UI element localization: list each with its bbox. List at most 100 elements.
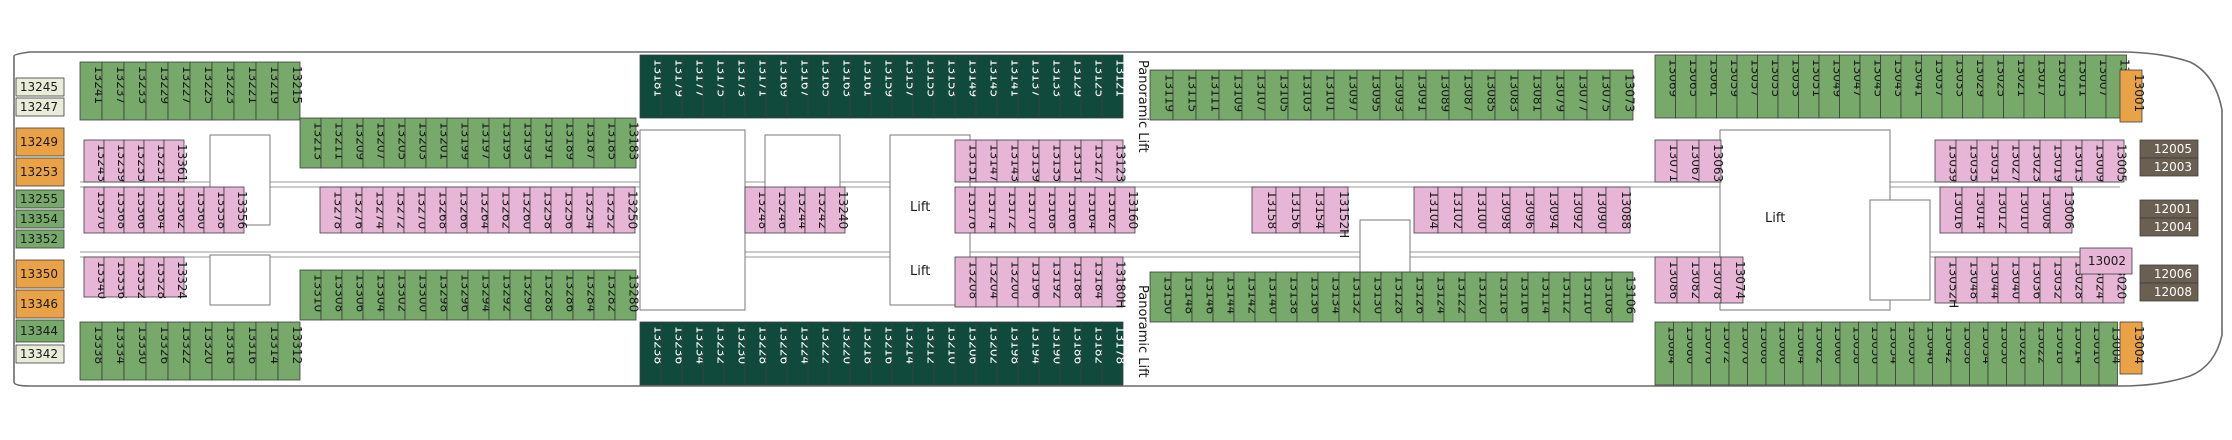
cabin-13247[interactable]: 13247	[15, 97, 65, 117]
cabin-13097[interactable]: 13097	[1333, 69, 1361, 121]
cabin-13100[interactable]: 13100	[1461, 186, 1489, 234]
cabin-12004[interactable]: 12004	[2139, 217, 2199, 237]
cabin-13092[interactable]: 13092	[1557, 186, 1585, 234]
cabin-13119[interactable]: 13119	[1149, 69, 1177, 121]
cabin-13079[interactable]: 13079	[1540, 69, 1568, 121]
cabin-12001[interactable]: 12001	[2139, 199, 2199, 219]
cabin-13115[interactable]: 13115	[1172, 69, 1200, 121]
lift-label-upper: Lift	[910, 200, 930, 215]
text-layer: Lift Lift Lift Panoramic Lift Panoramic …	[910, 60, 1785, 378]
cabin-13158[interactable]: 13158	[1251, 186, 1279, 234]
cabin-13180H[interactable]: 13180H	[1101, 256, 1128, 308]
cabin-number: 13073	[1623, 74, 1637, 112]
cabin-13356[interactable]: 13356	[223, 186, 249, 234]
cabin-number: 13152H	[1337, 191, 1351, 238]
cabin-13178[interactable]: 13178	[1101, 321, 1128, 386]
cabin-13106[interactable]: 13106	[1611, 271, 1638, 323]
cabin-13075[interactable]: 13075	[1586, 69, 1614, 121]
cabin-13105[interactable]: 13105	[1264, 69, 1292, 121]
cabin-13123[interactable]: 13123	[1101, 139, 1128, 183]
cabin-13111[interactable]: 13111	[1195, 69, 1223, 121]
cabin-box	[277, 61, 301, 121]
cabin-13073[interactable]: 13073	[1609, 69, 1637, 121]
cabin-13352[interactable]: 13352	[15, 229, 65, 249]
cabin-13183[interactable]: 13183	[614, 117, 641, 169]
cabin-13083[interactable]: 13083	[1494, 69, 1522, 121]
cabin-13009[interactable]: 13009	[2081, 139, 2108, 183]
cabin-13104[interactable]: 13104	[1413, 186, 1441, 234]
cabin-13154[interactable]: 13154	[1299, 186, 1327, 234]
cabin-13001[interactable]: 13001	[2119, 69, 2146, 123]
cabin-13215[interactable]: 13215	[277, 61, 304, 121]
cabin-number: 13096	[1523, 191, 1537, 229]
cabin-13350[interactable]: 13350	[15, 259, 65, 289]
cabin-13063[interactable]: 13063	[1698, 139, 1725, 183]
cabin-13102[interactable]: 13102	[1437, 186, 1465, 234]
cabin-13324[interactable]: 13324	[163, 256, 189, 299]
cabin-13245[interactable]: 13245	[15, 77, 65, 97]
cabin-13129[interactable]: 13129	[1059, 54, 1086, 119]
cabin-13004[interactable]: 13004	[2119, 321, 2146, 375]
cabin-13005[interactable]: 13005	[2102, 139, 2129, 183]
cabin-13346[interactable]: 13346	[15, 289, 65, 319]
cabin-13361[interactable]: 13361	[163, 139, 189, 183]
cabin-13087[interactable]: 13087	[1448, 69, 1476, 121]
cabin-13096[interactable]: 13096	[1509, 186, 1537, 234]
cabin-box	[15, 97, 65, 117]
cabin-13107[interactable]: 13107	[1241, 69, 1269, 121]
cabin-13156[interactable]: 13156	[1275, 186, 1303, 234]
cabin-box	[614, 117, 637, 169]
cabin-13250[interactable]: 13250	[613, 186, 640, 234]
cabin-13088[interactable]: 13088	[1605, 186, 1633, 234]
cabin-number: 13250	[626, 191, 640, 229]
cabin-13041[interactable]: 13041	[1900, 54, 1926, 119]
cabin-13074[interactable]: 13074	[1720, 256, 1747, 304]
cabin-13109[interactable]: 13109	[1218, 69, 1246, 121]
cabin-13152H[interactable]: 13152H	[1323, 186, 1351, 238]
cabin-13121[interactable]: 13121	[1101, 54, 1128, 119]
cabin-13253[interactable]: 13253	[15, 157, 65, 187]
cabin-13344[interactable]: 13344	[15, 319, 65, 343]
cabin-13094[interactable]: 13094	[1533, 186, 1561, 234]
cabin-13316[interactable]: 13316	[233, 321, 260, 381]
cabin-13093[interactable]: 13093	[1379, 69, 1407, 121]
cabin-13012[interactable]: 13012	[1983, 186, 2010, 234]
cabin-12008[interactable]: 12008	[2139, 282, 2199, 302]
cabin-13312[interactable]: 13312	[277, 321, 304, 381]
cabin-12003[interactable]: 12003	[2139, 157, 2199, 177]
cabin-13342[interactable]: 13342	[15, 344, 65, 364]
panoramic-lift-label-lower: Panoramic Lift	[1135, 285, 1150, 378]
cabin-13006[interactable]: 13006	[2049, 186, 2076, 234]
cabin-13085[interactable]: 13085	[1471, 69, 1499, 121]
cabin-13101[interactable]: 13101	[1310, 69, 1338, 121]
cabin-13098[interactable]: 13098	[1485, 186, 1513, 234]
cabin-number: 13156	[1289, 191, 1303, 229]
cabin-13280[interactable]: 13280	[614, 269, 641, 321]
cabin-number: 13253	[20, 165, 58, 179]
cabin-13002[interactable]: 13002	[2079, 247, 2133, 275]
cabin-13354[interactable]: 13354	[15, 209, 65, 229]
cabin-box	[1437, 186, 1463, 234]
cabin-13081[interactable]: 13081	[1517, 69, 1545, 121]
cabin-13091[interactable]: 13091	[1402, 69, 1430, 121]
cabin-box	[1413, 186, 1439, 234]
cabin-box	[15, 189, 65, 209]
cabin-12005[interactable]: 12005	[2139, 139, 2199, 159]
cabin-number: 12006	[2154, 267, 2192, 281]
cabin-13077[interactable]: 13077	[1563, 69, 1591, 121]
cabin-13255[interactable]: 13255	[15, 189, 65, 209]
cabin-13090[interactable]: 13090	[1581, 186, 1609, 234]
cabin-number: 13215	[290, 66, 304, 104]
cabin-13160[interactable]: 13160	[1114, 186, 1140, 234]
cabin-number: 13098	[1499, 191, 1513, 229]
cabin-13240[interactable]: 13240	[824, 186, 850, 234]
cabin-13034[interactable]: 13034	[1969, 321, 1994, 386]
cabin-box	[1609, 69, 1634, 121]
cabin-13089[interactable]: 13089	[1425, 69, 1453, 121]
cabin-13095[interactable]: 13095	[1356, 69, 1384, 121]
cabin-13249[interactable]: 13249	[15, 127, 65, 157]
cabin-box	[1557, 186, 1583, 234]
cabin-12006[interactable]: 12006	[2139, 264, 2199, 284]
cabin-box	[15, 157, 65, 187]
cabin-13103[interactable]: 13103	[1287, 69, 1315, 121]
